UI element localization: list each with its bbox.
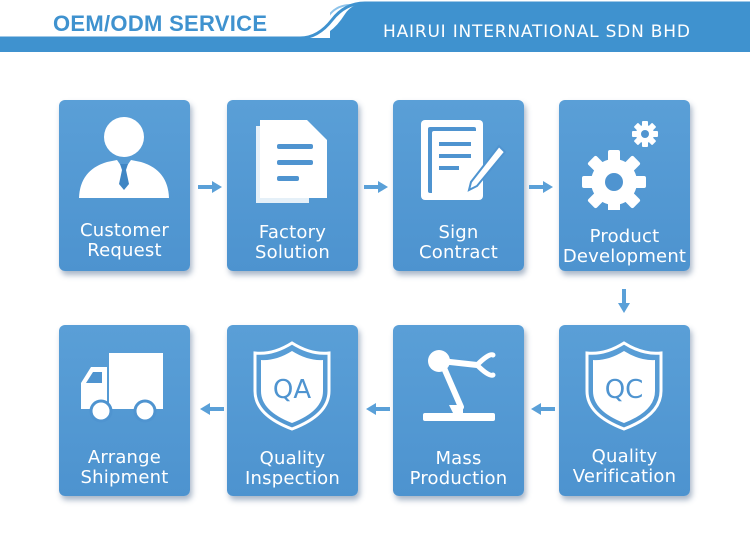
document-icon — [256, 120, 327, 203]
svg-text:QC: QC — [605, 375, 644, 405]
truck-icon — [81, 353, 163, 423]
arrow-left-icon — [366, 403, 390, 415]
arrow-left-icon — [531, 403, 555, 415]
robot-arm-icon — [423, 350, 496, 421]
arrow-right-icon — [529, 181, 553, 193]
arrow-right-icon — [364, 181, 388, 193]
gears-icon — [582, 121, 658, 210]
arrow-left-icon — [200, 403, 224, 415]
qc-badge-icon: QC — [585, 341, 663, 431]
svg-text:QA: QA — [273, 375, 311, 405]
header-banner: OEM/ODM SERVICE HAIRUI INTERNATIONAL SDN… — [0, 0, 750, 52]
contract-icon — [421, 120, 507, 200]
qa-badge-icon: QA — [253, 341, 331, 431]
arrow-down-icon — [618, 289, 630, 313]
arrow-right-icon — [198, 181, 222, 193]
customer-icon — [79, 117, 169, 198]
service-title: OEM/ODM SERVICE — [53, 11, 268, 36]
header-background — [0, 0, 750, 52]
company-name: HAIRUI INTERNATIONAL SDN BHD — [383, 22, 691, 42]
